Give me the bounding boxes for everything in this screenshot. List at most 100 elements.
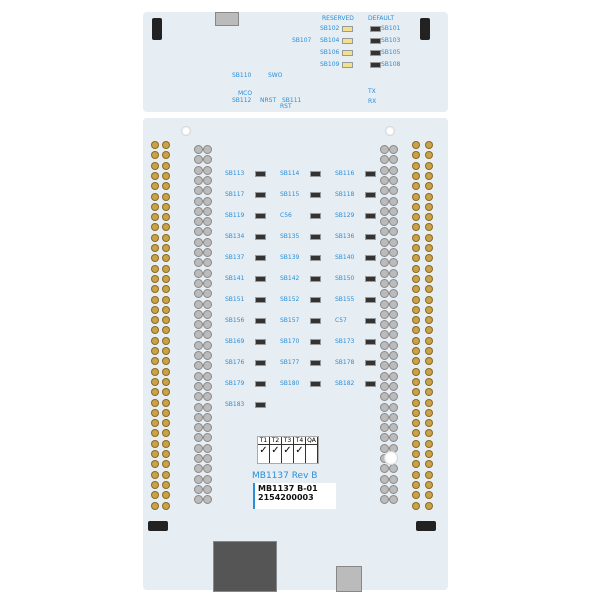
header-pin bbox=[194, 361, 203, 371]
header-pin bbox=[426, 420, 432, 427]
header-pin bbox=[426, 296, 432, 303]
header-pin bbox=[163, 152, 169, 159]
header-pin bbox=[163, 162, 169, 169]
header-pin bbox=[152, 430, 158, 437]
header-pin bbox=[163, 420, 169, 427]
test-table-cell: T2✓ bbox=[270, 437, 282, 463]
header-pin bbox=[163, 358, 169, 365]
header-pin bbox=[203, 248, 212, 257]
usb-connector-bottom bbox=[336, 566, 362, 592]
header-pin bbox=[413, 451, 419, 457]
header-pin bbox=[203, 165, 212, 175]
header-pin bbox=[203, 371, 212, 381]
header-pin bbox=[194, 464, 203, 474]
header-pin bbox=[426, 471, 432, 478]
header-pin bbox=[152, 492, 158, 499]
header-pin bbox=[380, 268, 389, 278]
header-pin bbox=[194, 392, 203, 402]
header-pin bbox=[413, 492, 419, 499]
mounting-hole bbox=[384, 451, 398, 465]
header-pin bbox=[389, 309, 398, 319]
header-pin bbox=[152, 348, 158, 354]
check-mark: ✓ bbox=[295, 445, 304, 456]
header-pin bbox=[203, 443, 212, 453]
header-pin bbox=[413, 162, 419, 169]
header-pin bbox=[426, 430, 432, 437]
header-pin bbox=[194, 217, 203, 227]
silkscreen-label: SB117 bbox=[225, 191, 245, 198]
header-pin bbox=[413, 214, 419, 221]
header-pin bbox=[426, 224, 432, 231]
test-table-cell: T4✓ bbox=[294, 437, 306, 463]
usb-connector-top bbox=[215, 12, 239, 26]
header-pin bbox=[194, 165, 203, 175]
component bbox=[255, 297, 266, 303]
silkscreen-label: SB118 bbox=[335, 191, 355, 198]
header-pin bbox=[163, 172, 169, 179]
header-pin bbox=[380, 289, 389, 299]
header-pin bbox=[389, 278, 398, 288]
header-pin bbox=[203, 186, 212, 196]
header-pin bbox=[426, 203, 432, 210]
header-pin bbox=[426, 183, 432, 190]
silkscreen-label: SWO bbox=[268, 72, 283, 79]
header-pin bbox=[413, 420, 419, 427]
test-table-cell: T1✓ bbox=[258, 437, 270, 463]
header-pin bbox=[163, 440, 169, 447]
header-pin bbox=[413, 337, 419, 344]
silkscreen-label: SB152 bbox=[280, 296, 300, 303]
component bbox=[365, 297, 376, 303]
header-pin bbox=[203, 423, 212, 433]
serial-sticker: MB1137 B-01 2154200003 bbox=[253, 483, 336, 509]
header-pin bbox=[389, 196, 398, 206]
header-pin bbox=[194, 340, 203, 350]
default-label: DEFAULT bbox=[368, 15, 394, 22]
header-pin bbox=[163, 193, 169, 200]
jumper-bottom-left bbox=[148, 521, 168, 531]
silkscreen-label: SB178 bbox=[335, 359, 355, 366]
silkscreen-label: SB114 bbox=[280, 170, 300, 177]
header-pin bbox=[389, 361, 398, 371]
component bbox=[365, 276, 376, 282]
header-pin bbox=[380, 381, 389, 391]
header-pin bbox=[380, 165, 389, 175]
ethernet-connector bbox=[213, 541, 277, 592]
board-label: MB1137 Rev B bbox=[252, 471, 318, 481]
header-pin bbox=[413, 152, 419, 159]
header-pin bbox=[413, 234, 419, 241]
header-pin bbox=[389, 464, 398, 474]
header-pin bbox=[152, 420, 158, 427]
header-pin bbox=[163, 306, 169, 313]
test-table-header: QA bbox=[306, 437, 317, 445]
header-pin bbox=[203, 206, 212, 216]
header-pin bbox=[413, 275, 419, 282]
header-pin bbox=[389, 165, 398, 175]
header-pin bbox=[163, 142, 169, 148]
header-pin bbox=[389, 474, 398, 484]
header-pin bbox=[163, 327, 169, 334]
header-pin bbox=[413, 306, 419, 313]
header-pin bbox=[152, 481, 158, 488]
header-pin bbox=[203, 361, 212, 371]
header-pin bbox=[152, 440, 158, 447]
silkscreen-label: TX bbox=[368, 88, 376, 95]
silkscreen-label: MCO bbox=[238, 90, 253, 97]
header-pin bbox=[413, 440, 419, 447]
silkscreen-label: SB170 bbox=[280, 338, 300, 345]
header-pin bbox=[203, 155, 212, 165]
header-pin bbox=[380, 217, 389, 227]
solder-bridge bbox=[370, 62, 381, 68]
component bbox=[365, 171, 376, 177]
header-pin bbox=[426, 162, 432, 169]
header-pin bbox=[194, 402, 203, 412]
header-pin bbox=[380, 361, 389, 371]
header-pin bbox=[380, 206, 389, 216]
header-pin bbox=[426, 348, 432, 354]
header-pin bbox=[389, 248, 398, 257]
component bbox=[255, 192, 266, 198]
header-pin bbox=[426, 214, 432, 221]
jumper-top-right bbox=[420, 18, 430, 40]
header-pin bbox=[426, 193, 432, 200]
silkscreen-label: RX bbox=[368, 98, 377, 105]
header-pin bbox=[152, 142, 158, 148]
